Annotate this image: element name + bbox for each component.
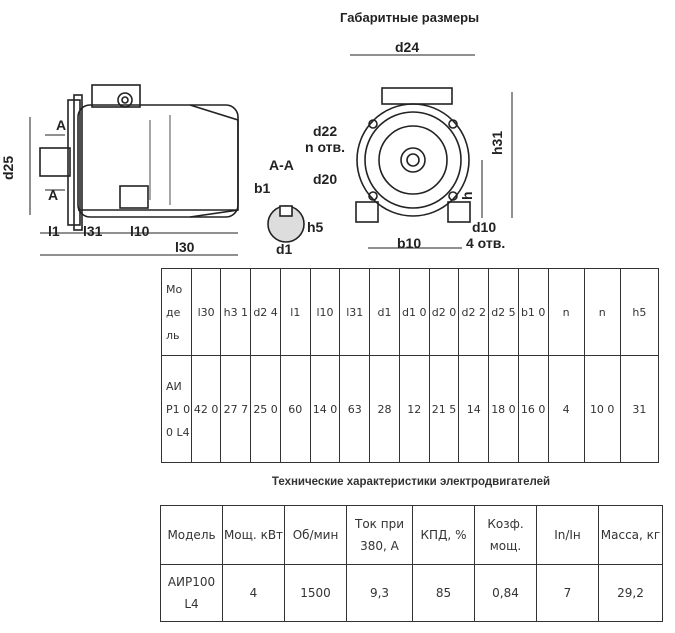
header-cell: Мощ. кВт: [222, 505, 285, 565]
label-h5: h5: [307, 219, 324, 235]
header-cell: l10: [309, 268, 341, 356]
label-a-bottom: A: [48, 187, 58, 203]
header-cell: l1: [279, 268, 311, 356]
header-cell: Модель: [160, 505, 223, 565]
header-cell: d1 0: [398, 268, 430, 356]
data-cell: 85: [412, 564, 475, 622]
data-cell: 18 0: [488, 355, 519, 463]
label-l1: l1: [48, 223, 60, 239]
label-l31: l31: [83, 223, 103, 239]
data-cell: АИ Р1 00 L4: [161, 355, 192, 463]
data-cell: 7: [536, 564, 599, 622]
data-cell: 21 5: [428, 355, 460, 463]
label-section-aa: А-А: [269, 157, 294, 173]
dimension-drawing: Габаритные размеры A A d25 l1 l31 l10 l3…: [0, 10, 513, 257]
dimensions-data-row: АИ Р1 00 L4 42 0 27 7 25 0 60 14 0 63 28…: [161, 355, 660, 463]
label-d1: d1: [276, 241, 293, 257]
label-d24: d24: [395, 39, 419, 55]
label-4-otv: 4 отв.: [466, 235, 505, 251]
label-b1: b1: [254, 180, 271, 196]
header-cell: n: [547, 268, 585, 356]
data-cell: 9,3: [346, 564, 413, 622]
tech-header-row: Модель Мощ. кВт Об/мин Ток при 380, А КП…: [160, 505, 663, 565]
data-cell: АИР100 L4: [160, 564, 223, 622]
header-cell: Козф. мощ.: [474, 505, 537, 565]
motor-front-view: [355, 87, 471, 223]
data-cell: 63: [339, 355, 371, 463]
data-cell: 25 0: [250, 355, 281, 463]
data-cell: 10 0: [583, 355, 621, 463]
label-l30: l30: [175, 239, 195, 255]
data-cell: 27 7: [220, 355, 252, 463]
tech-section-title: Технические характеристики электродвигат…: [271, 476, 551, 488]
data-cell: 1500: [284, 564, 347, 622]
header-cell: d2 0: [428, 268, 460, 356]
label-n-otv: n отв.: [305, 139, 345, 155]
header-cell: Масса, кг: [598, 505, 663, 565]
dimensions-header-row: Мо де ль l30 h3 1 d2 4 l1 l10 l31 d1 d1 …: [161, 268, 660, 356]
header-cell: d2 2: [458, 268, 490, 356]
label-b10: b10: [397, 235, 421, 251]
data-cell: 4: [222, 564, 285, 622]
data-cell: 16 0: [517, 355, 549, 463]
motor-side-view: [39, 84, 239, 231]
header-cell: h3 1: [220, 268, 252, 356]
label-d10: d10: [472, 219, 496, 235]
data-cell: 60: [279, 355, 311, 463]
header-cell: n: [583, 268, 621, 356]
data-cell: 14 0: [309, 355, 341, 463]
header-cell: d2 5: [488, 268, 519, 356]
label-h: h: [459, 191, 475, 200]
header-cell: Мо де ль: [161, 268, 192, 356]
tech-table: Модель Мощ. кВт Об/мин Ток при 380, А КП…: [160, 505, 663, 622]
data-cell: 0,84: [474, 564, 537, 622]
dimensions-table: Мо де ль l30 h3 1 d2 4 l1 l10 l31 d1 d1 …: [161, 268, 660, 463]
front-view-dimensions: [350, 54, 513, 249]
header-cell: d2 4: [250, 268, 281, 356]
data-cell: 42 0: [190, 355, 222, 463]
data-cell: 29,2: [598, 564, 663, 622]
data-cell: 12: [398, 355, 430, 463]
header-cell: Об/мин: [284, 505, 347, 565]
label-d20: d20: [313, 171, 337, 187]
label-d22: d22: [313, 123, 337, 139]
data-cell: 28: [369, 355, 400, 463]
label-l10: l10: [130, 223, 150, 239]
drawing-title: Габаритные размеры: [340, 10, 479, 25]
header-cell: l31: [339, 268, 371, 356]
data-cell: 4: [547, 355, 585, 463]
header-cell: КПД, %: [412, 505, 475, 565]
shaft-section: [267, 205, 305, 243]
header-cell: h5: [619, 268, 660, 356]
tech-data-row: АИР100 L4 4 1500 9,3 85 0,84 7 29,2: [160, 564, 663, 622]
header-cell: In/Iн: [536, 505, 599, 565]
header-cell: d1: [369, 268, 400, 356]
header-cell: b1 0: [517, 268, 549, 356]
side-view-dimensions: [29, 117, 238, 256]
data-cell: 14: [458, 355, 490, 463]
label-d25: d25: [0, 156, 16, 180]
label-h31: h31: [489, 131, 505, 155]
header-cell: l30: [190, 268, 222, 356]
data-cell: 31: [619, 355, 660, 463]
label-a-top: A: [56, 117, 66, 133]
header-cell: Ток при 380, А: [346, 505, 413, 565]
